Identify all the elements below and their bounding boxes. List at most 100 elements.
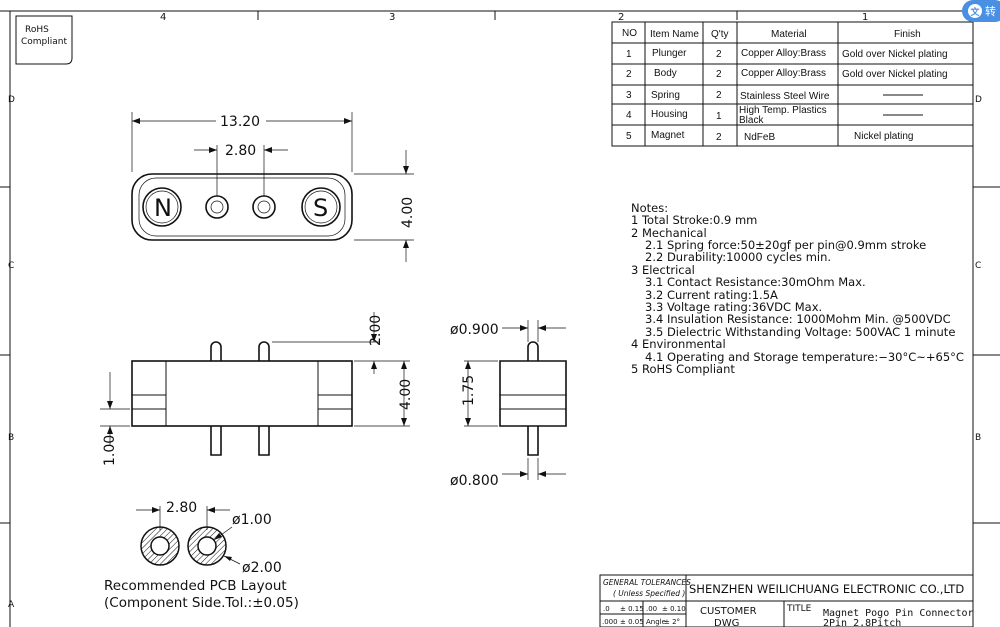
zone-labels: 4 3 2 1 D C B A D C B <box>8 12 982 610</box>
bom-cell-item: Magnet <box>651 130 685 141</box>
bom-cell-qty: 1 <box>716 111 722 122</box>
dim-front-pin-length: 2.00 <box>368 315 384 346</box>
translate-icon: 文 <box>968 4 982 18</box>
bom-cell-material2: Black <box>739 115 764 126</box>
note-line: 1 Total Stroke:0.9 mm <box>631 213 757 227</box>
zone-right-d: D <box>975 95 982 105</box>
rohs-line2: Compliant <box>21 37 67 47</box>
tol-cell: .000 <box>602 618 618 626</box>
bom-cell-no: 1 <box>626 49 632 60</box>
note-line: 3.5 Dielectric Withstanding Voltage: 500… <box>645 325 955 339</box>
dim-side-mid: 1.75 <box>461 375 477 406</box>
pole-n-label: N <box>154 194 172 222</box>
bom-header-no: NO <box>622 28 637 39</box>
bom-cell-no: 3 <box>626 90 632 101</box>
bom-header-material: Material <box>771 29 807 40</box>
dim-pcb-hole: ø1.00 <box>232 512 272 528</box>
bom-cell-finish: Gold over Nickel plating <box>842 69 948 80</box>
tol-sub: ( Unless Specified ) <box>613 589 685 598</box>
dim-side-bottom-dia: ø0.800 <box>450 473 499 489</box>
bom-cell-finish: Gold over Nickel plating <box>842 49 948 60</box>
bom-cell-material: High Temp. Plastics <box>739 105 827 116</box>
dim-front-height: 4.00 <box>398 379 414 410</box>
note-line: 3.4 Insulation Resistance: 1000Mohm Min.… <box>645 312 951 326</box>
zone-left-b: B <box>8 433 14 443</box>
zone-top-2: 2 <box>618 12 624 23</box>
pole-s-label: S <box>313 194 328 222</box>
bom-cell-no: 4 <box>626 110 632 121</box>
note-line: 3.1 Contact Resistance:30mOhm Max. <box>645 275 866 289</box>
bom-row: 3 Spring 2 Stainless Steel Wire <box>626 90 923 102</box>
zone-top-1: 1 <box>862 12 868 23</box>
dwg-label: DWG <box>714 618 739 627</box>
note-line: 2.2 Durability:10000 cycles min. <box>645 250 831 264</box>
zone-left-c: C <box>8 261 14 271</box>
title-block: GENERAL TOLERANCES ( Unless Specified ) … <box>599 574 974 627</box>
note-line: 4 Environmental <box>631 337 726 351</box>
bom-cell-qty: 2 <box>716 132 722 143</box>
note-line: 2.1 Spring force:50±20gf per pin@0.9mm s… <box>645 238 926 252</box>
title-label: TITLE <box>786 604 812 614</box>
pcb-hole <box>197 536 217 556</box>
pcb-caption-line1: Recommended PCB Layout <box>104 578 287 594</box>
rohs-line1: RoHS <box>25 25 49 35</box>
tol-cell: ± 0.10 <box>662 605 686 613</box>
customer-label: CUSTOMER <box>700 606 757 617</box>
front-view: 2.00 4.00 1.00 <box>100 312 414 466</box>
bom-cell-qty: 2 <box>716 90 722 101</box>
bom-row: 4 Housing 1 High Temp. Plastics Black <box>626 105 923 126</box>
bom-header-row: NO Item Name Q'ty Material Finish <box>622 28 921 40</box>
dim-front-bottom: 1.00 <box>102 435 118 466</box>
note-line: 4.1 Operating and Storage temperature:−3… <box>645 350 964 364</box>
note-line: 5 RoHS Compliant <box>631 362 735 376</box>
dim-pcb-pad: ø2.00 <box>242 560 282 576</box>
bom-table: NO Item Name Q'ty Material Finish 1 Plun… <box>611 21 974 147</box>
bom-cell-item: Housing <box>651 109 688 120</box>
rohs-badge: RoHS Compliant <box>15 15 73 65</box>
tol-header: GENERAL TOLERANCES <box>603 578 691 587</box>
notes-block: Notes: 1 Total Stroke:0.9 mm 2 Mechanica… <box>631 201 964 376</box>
zone-top-4: 4 <box>160 12 166 23</box>
bom-row: 5 Magnet 2 NdFeB Nickel plating <box>626 130 913 143</box>
dim-top-pitch: 2.80 <box>225 143 256 159</box>
bom-cell-item: Body <box>654 68 677 79</box>
zone-right-b: B <box>975 433 981 443</box>
note-line: 2 Mechanical <box>631 226 707 240</box>
bom-header-item: Item Name <box>650 29 699 40</box>
bom-cell-finish: Nickel plating <box>854 131 913 142</box>
note-line: 3.3 Voltage rating:36VDC Max. <box>645 300 822 314</box>
pcb-layout: 2.80 ø1.00 ø2.00 Recommended PCB Layout … <box>104 500 299 611</box>
bom-row: 1 Plunger 2 Copper Alloy:Brass Gold over… <box>626 48 948 60</box>
tol-cell: Angle <box>646 618 666 626</box>
title-line1: Magnet Pogo Pin Connector <box>823 608 974 619</box>
dim-top-height: 4.00 <box>400 197 416 228</box>
tol-cell: ± 0.15 <box>620 605 644 613</box>
bom-cell-material: Copper Alloy:Brass <box>741 68 826 79</box>
bom-header-qty: Q'ty <box>711 29 728 40</box>
bom-cell-qty: 2 <box>716 69 722 80</box>
zone-right-c: C <box>975 261 981 271</box>
bom-cell-item: Plunger <box>652 48 687 59</box>
bom-cell-no: 5 <box>626 131 632 142</box>
side-view: ø0.900 1.75 ø0.800 <box>450 320 567 489</box>
bom-cell-material: Stainless Steel Wire <box>740 91 830 102</box>
bom-cell-qty: 2 <box>716 49 722 60</box>
bom-cell-no: 2 <box>626 69 632 80</box>
translate-button[interactable]: 文 转 <box>962 0 1000 22</box>
title-line2: 2Pin 2.8Pitch <box>823 618 901 627</box>
tol-cell: .0 <box>603 605 610 613</box>
pcb-caption-line2: (Component Side.Tol.:±0.05) <box>104 595 299 611</box>
dim-top-length: 13.20 <box>220 114 260 130</box>
pcb-hole <box>150 536 170 556</box>
bom-row: 2 Body 2 Copper Alloy:Brass Gold over Ni… <box>626 68 948 80</box>
zone-left-d: D <box>8 95 15 105</box>
note-line: Notes: <box>631 201 668 215</box>
dim-side-top-dia: ø0.900 <box>450 322 499 338</box>
top-view: 13.20 2.80 N S 4.00 <box>131 112 416 262</box>
company-name: SHENZHEN WEILICHUANG ELECTRONIC CO.,LTD <box>689 582 964 596</box>
tol-cell: ± 0.05 <box>620 618 644 626</box>
zone-top-3: 3 <box>389 12 395 23</box>
translate-label: 转 <box>985 5 996 18</box>
tol-cell: .00 <box>646 605 657 613</box>
